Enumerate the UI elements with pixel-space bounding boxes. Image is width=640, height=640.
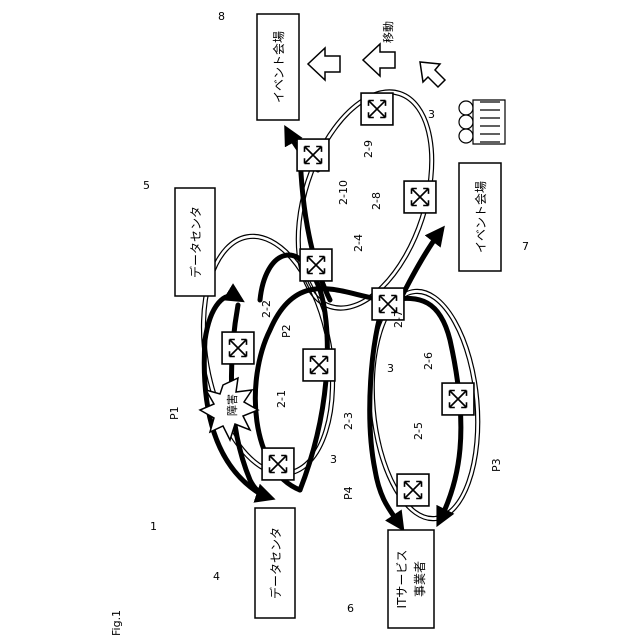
svg-text:2-9: 2-9 (362, 140, 375, 158)
it6-label-2: 事業者 (413, 561, 427, 597)
svg-text:2-2: 2-2 (260, 300, 273, 318)
ev8-ref: 8 (218, 10, 225, 23)
dc4-ref: 4 (213, 570, 220, 583)
svg-text:2-8: 2-8 (370, 192, 383, 210)
it6-label-1: ITサービス (395, 550, 409, 609)
svg-text:2-5: 2-5 (412, 422, 425, 440)
svg-text:P2: P2 (280, 324, 293, 338)
svg-text:3: 3 (330, 453, 337, 466)
svg-text:2-7: 2-7 (392, 310, 405, 328)
dc5-label: データセンタ (188, 206, 203, 278)
svg-text:3: 3 (428, 108, 435, 121)
svg-text:P4: P4 (342, 486, 355, 500)
svg-text:2-3: 2-3 (342, 412, 355, 430)
node-dc4: データセンタ 4 (213, 508, 295, 618)
people-icon (459, 100, 505, 144)
svg-text:2-4: 2-4 (352, 234, 365, 252)
it6-ref: 6 (347, 602, 354, 615)
svg-text:2-6: 2-6 (422, 352, 435, 370)
node-ev7: イベント会場 7 (459, 163, 529, 271)
ev7-label: イベント会場 (474, 181, 488, 253)
svg-text:3: 3 (387, 362, 394, 375)
move-arrows (308, 44, 445, 87)
node-ev8: イベント会場 8 (218, 10, 299, 120)
svg-text:2-1: 2-1 (275, 390, 288, 408)
failure-label: 障害 (225, 394, 239, 416)
ev8-label: イベント会場 (272, 31, 286, 103)
figure-label: Fig.1 (110, 610, 123, 636)
svg-text:P3: P3 (490, 458, 503, 472)
node-dc5: データセンタ 5 (143, 179, 215, 296)
dc5-ref: 5 (143, 179, 150, 192)
failure-burst: 障害 (200, 378, 258, 440)
svg-text:P1: P1 (168, 406, 181, 420)
node-it6: ITサービス 事業者 6 (347, 530, 434, 628)
move-label: 移動 (381, 21, 395, 43)
system-ref: 1 (150, 520, 157, 533)
svg-text:2-10: 2-10 (337, 180, 350, 205)
ev7-ref: 7 (522, 240, 529, 253)
dc4-label: データセンタ (268, 527, 283, 599)
